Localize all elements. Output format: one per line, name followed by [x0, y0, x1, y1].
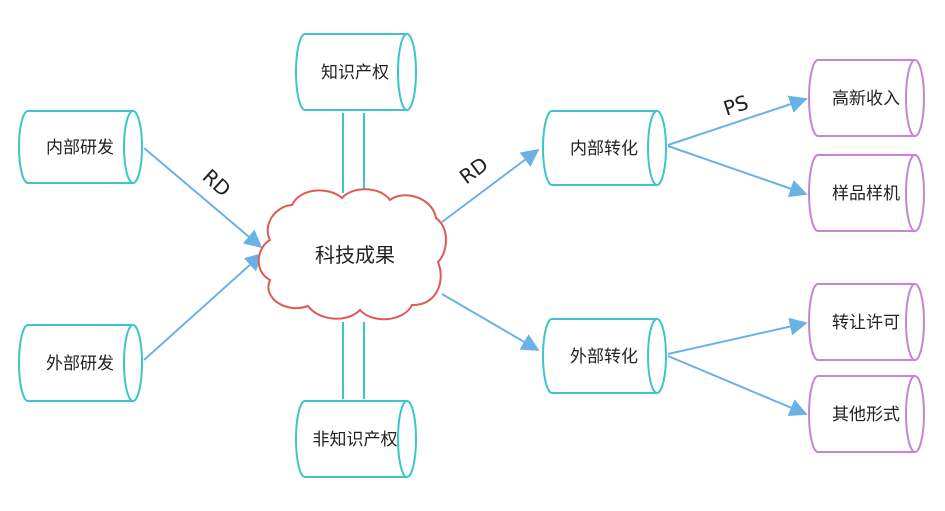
edge-center-to-external-transform	[441, 293, 540, 351]
label-samples: 样品样机	[832, 184, 900, 204]
label-internal-transform: 内部转化	[570, 139, 638, 159]
edge-to-other	[667, 355, 808, 417]
edge-external-rd-to-center	[143, 252, 264, 361]
edge-to-license	[667, 317, 808, 355]
label-ip: 知识产权	[321, 63, 389, 83]
label-external-transform: 外部转化	[570, 347, 638, 367]
edge-to-samples	[667, 145, 808, 198]
center-node: 科技成果	[257, 188, 447, 321]
node-income	[808, 59, 925, 137]
label-external-rd: 外部研发	[46, 354, 114, 374]
node-internal-rd	[18, 110, 143, 184]
edge-label-ps: PS	[720, 90, 751, 120]
edge-label-rd-out: RD	[455, 152, 493, 189]
edges	[143, 95, 808, 417]
node-external-rd	[18, 324, 143, 402]
center-label: 科技成果	[315, 243, 395, 267]
node-internal-transform	[542, 110, 667, 186]
label-license: 转让许可	[832, 313, 900, 333]
ip-links	[342, 113, 365, 399]
edge-internal-rd-to-center	[143, 147, 263, 249]
edge-label-rd-in: RD	[198, 164, 236, 201]
label-internal-rd: 内部研发	[46, 138, 114, 158]
label-other: 其他形式	[832, 405, 900, 425]
node-samples	[808, 154, 925, 232]
node-external-transform	[542, 318, 667, 394]
node-license	[808, 283, 925, 361]
label-income: 高新收入	[832, 89, 900, 109]
label-non-ip: 非知识产权	[313, 430, 398, 450]
node-other	[808, 375, 925, 453]
node-non-ip	[295, 400, 417, 478]
node-ip	[295, 33, 417, 111]
edge-center-to-internal-transform	[441, 148, 540, 223]
cloud-shape	[257, 188, 447, 321]
edge-to-income	[667, 95, 808, 146]
